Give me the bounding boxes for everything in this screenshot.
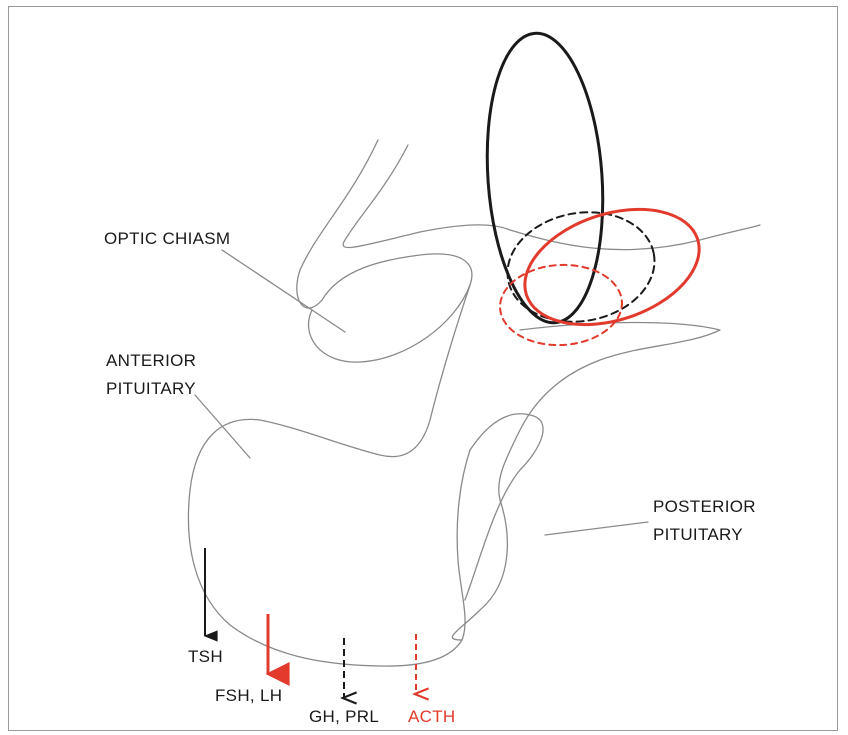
anterior-pituitary-outline (188, 285, 470, 666)
hypothalamus-line (510, 225, 760, 250)
optic-chiasm-leader (222, 250, 345, 332)
fsh-lh-label: FSH, LH (215, 683, 282, 709)
optic-chiasm-outline (309, 254, 472, 362)
optic-chiasm-label: OPTIC CHIASM (104, 226, 230, 252)
black-solid-ellipse (478, 29, 612, 326)
tsh-label: TSH (188, 644, 223, 670)
posterior-pituitary-label-line1: POSTERIOR (653, 494, 756, 520)
posterior-pituitary-label-line2: PITUITARY (653, 522, 743, 548)
anterior-pituitary-label-line2: PITUITARY (106, 376, 196, 402)
red-dashed-ellipse (498, 262, 624, 348)
anterior-pituitary-label-line1: ANTERIOR (106, 348, 196, 374)
gh-prl-label: GH, PRL (309, 704, 379, 730)
posterior-pituitary-outline (452, 323, 720, 641)
acth-label: ACTH (408, 704, 455, 730)
posterior-pituitary-leader (545, 522, 648, 535)
anterior-pituitary-leader (195, 395, 250, 458)
